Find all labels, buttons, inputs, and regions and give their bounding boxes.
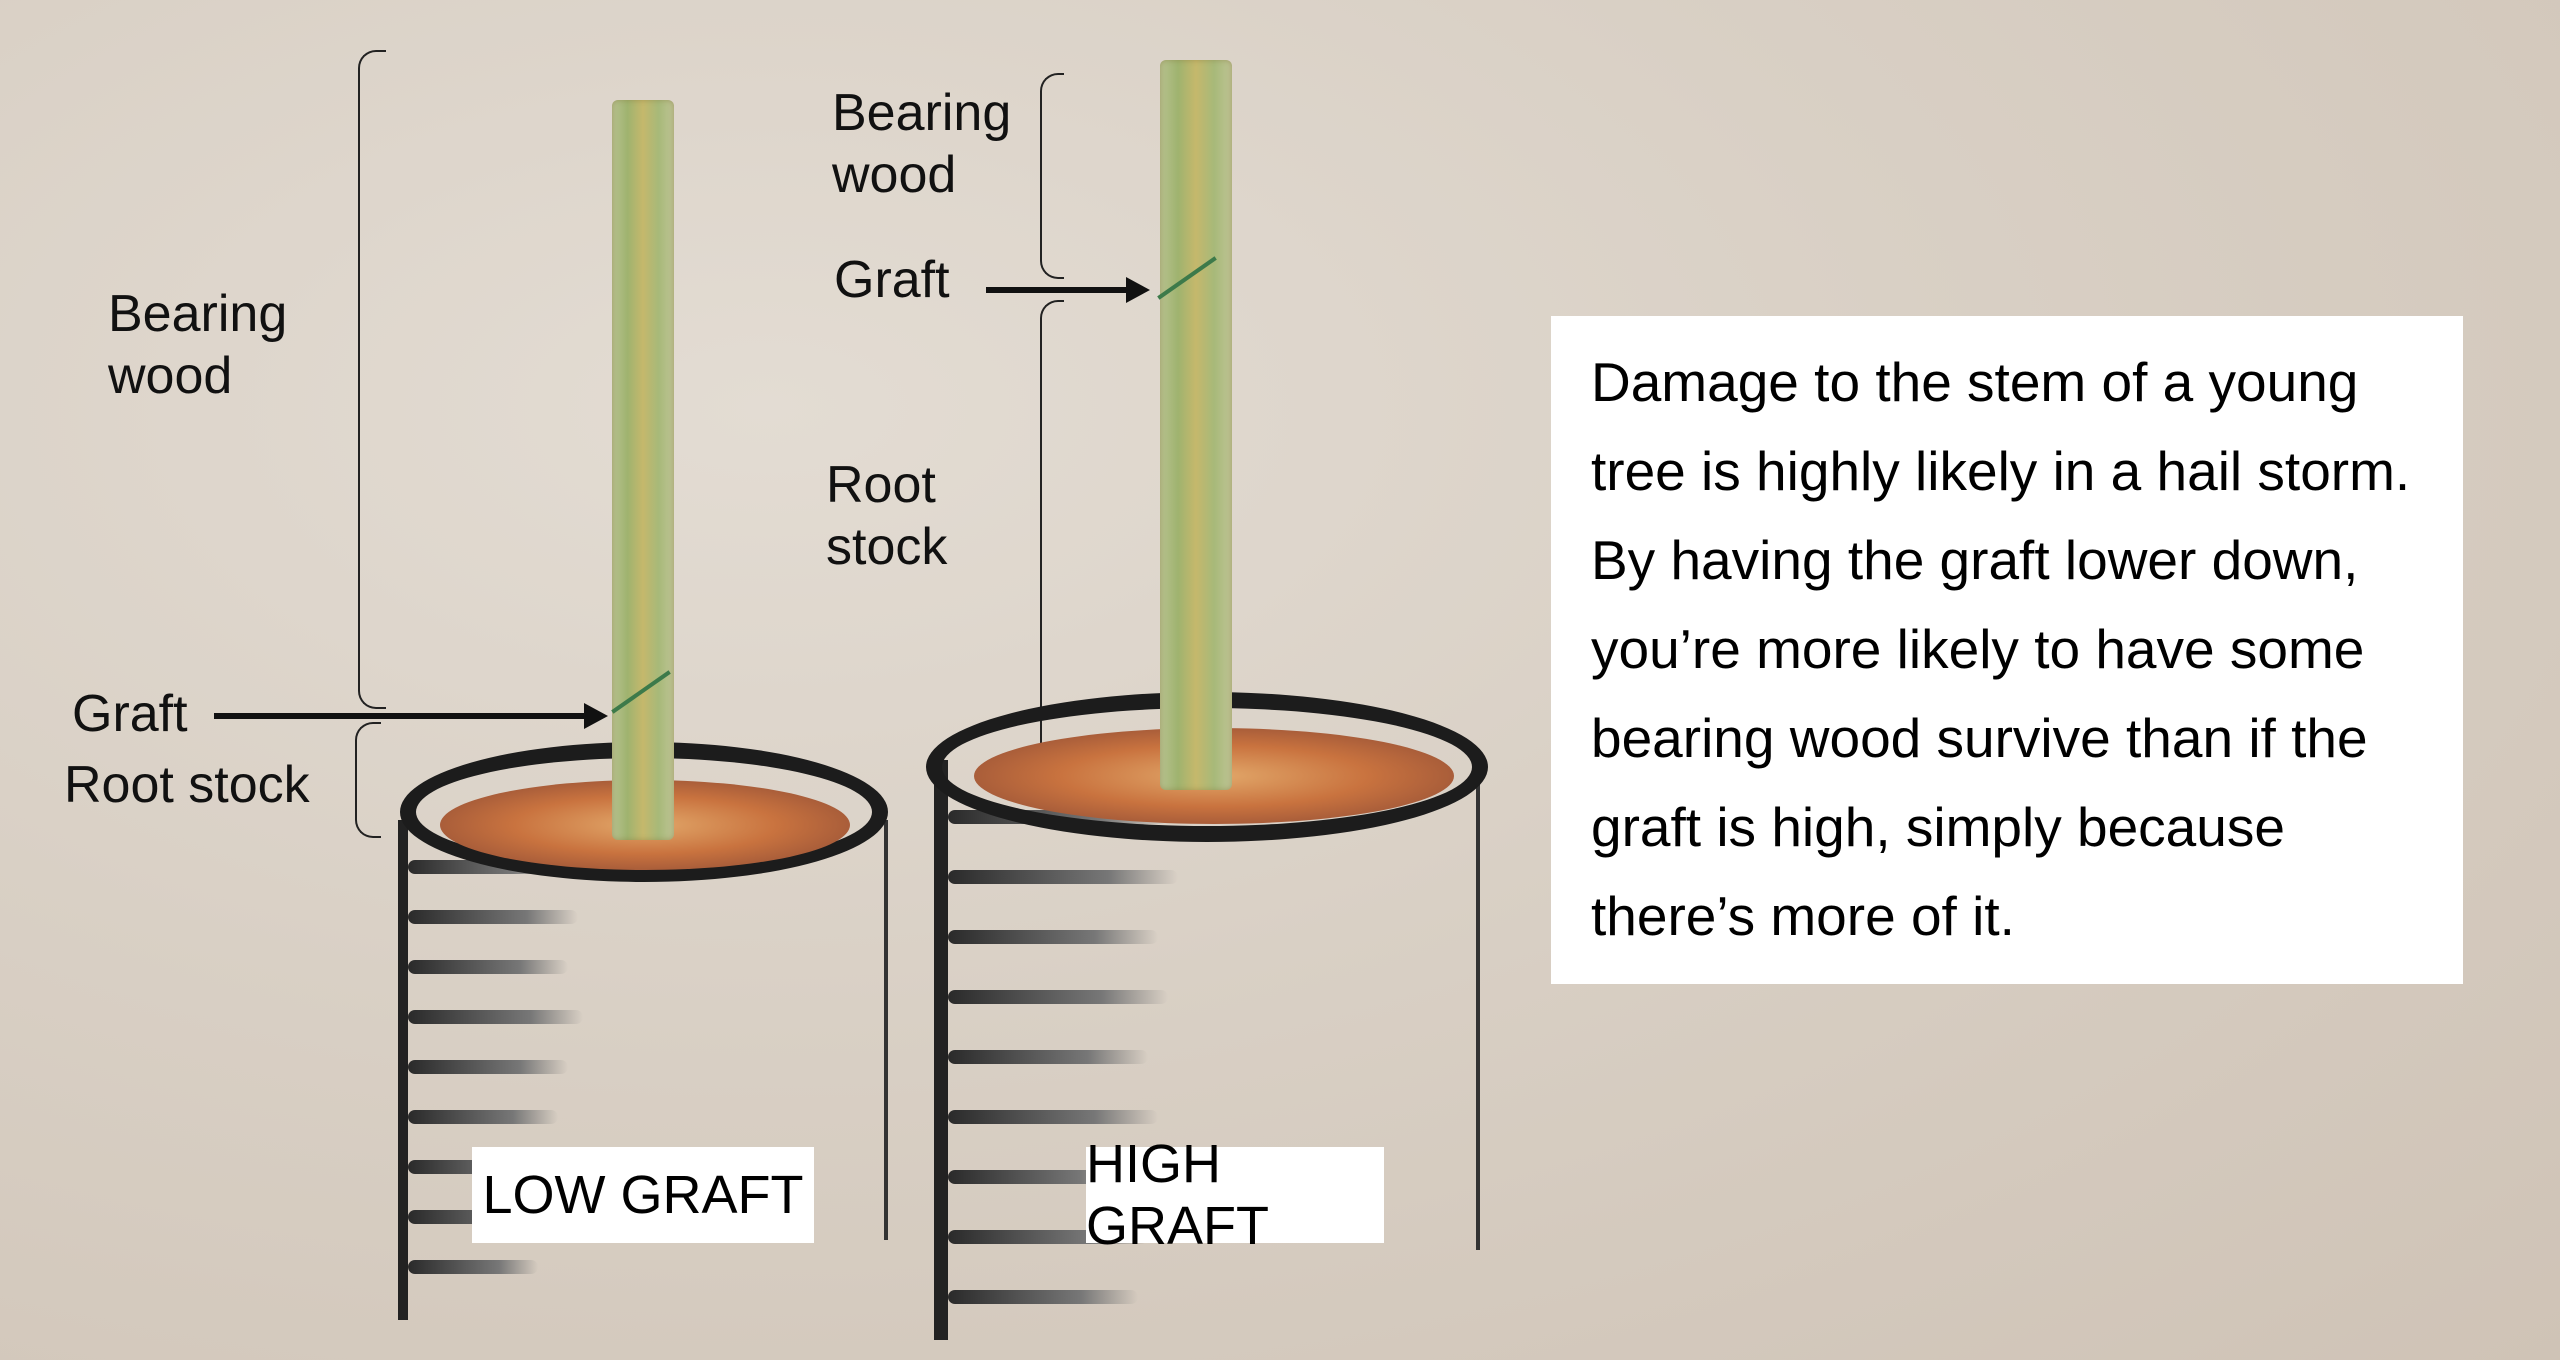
high-bearing-wood-brace (1040, 73, 1064, 279)
low-graft-caption: LOW GRAFT (472, 1147, 814, 1243)
high-graft-label: Graft (834, 251, 950, 309)
low-graft-arrow-icon (214, 703, 608, 729)
note-line: you’re more likely to have some (1591, 618, 2365, 680)
low-graft-label: Graft (72, 685, 188, 743)
high-graft-stem (1160, 60, 1232, 790)
note-line: bearing wood survive than if the (1591, 707, 2368, 769)
high-graft-arrow-icon (986, 277, 1150, 303)
low-root-stock-label: Root stock (64, 756, 310, 814)
explanation-note: Damage to the stem of a young tree is hi… (1551, 316, 2463, 984)
note-line: there’s more of it. (1591, 885, 2015, 947)
note-line: tree is highly likely in a hail storm. (1591, 440, 2411, 502)
high-graft-caption: HIGH GRAFT (1086, 1134, 1384, 1256)
high-root-stock-brace (1040, 300, 1064, 762)
low-bearing-wood-label: Bearing wood (108, 285, 288, 405)
note-line: By having the graft lower down, (1591, 529, 2359, 591)
low-graft-stem (612, 100, 674, 840)
low-bearing-wood-brace (358, 50, 386, 709)
high-pot-right-edge (1476, 760, 1480, 1250)
note-line: graft is high, simply because (1591, 796, 2285, 858)
low-pot-right-edge (884, 820, 888, 1240)
note-line: Damage to the stem of a young (1591, 351, 2359, 413)
low-pot-body (398, 820, 898, 1320)
low-root-stock-brace (355, 722, 381, 838)
high-bearing-wood-label: Bearing wood (832, 84, 1012, 204)
high-root-stock-label: Root stock (826, 456, 948, 576)
